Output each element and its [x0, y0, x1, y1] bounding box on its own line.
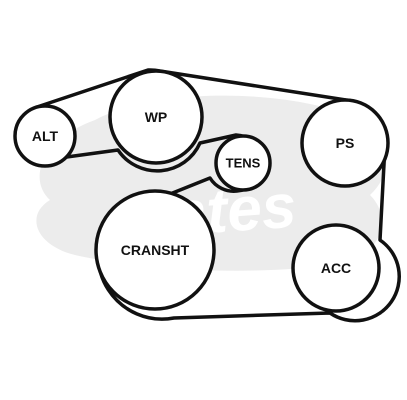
pulley-tens-circle: [214, 134, 272, 192]
pulley-alt-circle: [13, 104, 77, 168]
pulley-cransht: CRANSHT: [94, 189, 216, 311]
pulley-wp-label: WP: [145, 109, 168, 125]
pulley-ps: PS: [300, 98, 390, 188]
pulley-acc-circle: [291, 223, 381, 313]
pulley-alt: ALT: [13, 104, 77, 168]
pulley-tens-label: TENS: [226, 156, 261, 171]
pulley-alt-label: ALT: [32, 128, 59, 144]
pulley-wp: WP: [108, 69, 204, 165]
pulley-wp-circle: [108, 69, 204, 165]
pulley-cransht-circle: [94, 189, 216, 311]
pulley-acc-label: ACC: [321, 260, 351, 276]
pulley-tens: TENS: [214, 134, 272, 192]
pulley-ps-circle: [300, 98, 390, 188]
pulley-ps-label: PS: [336, 135, 355, 151]
pulley-acc: ACC: [291, 223, 381, 313]
pulley-cransht-label: CRANSHT: [121, 242, 190, 258]
